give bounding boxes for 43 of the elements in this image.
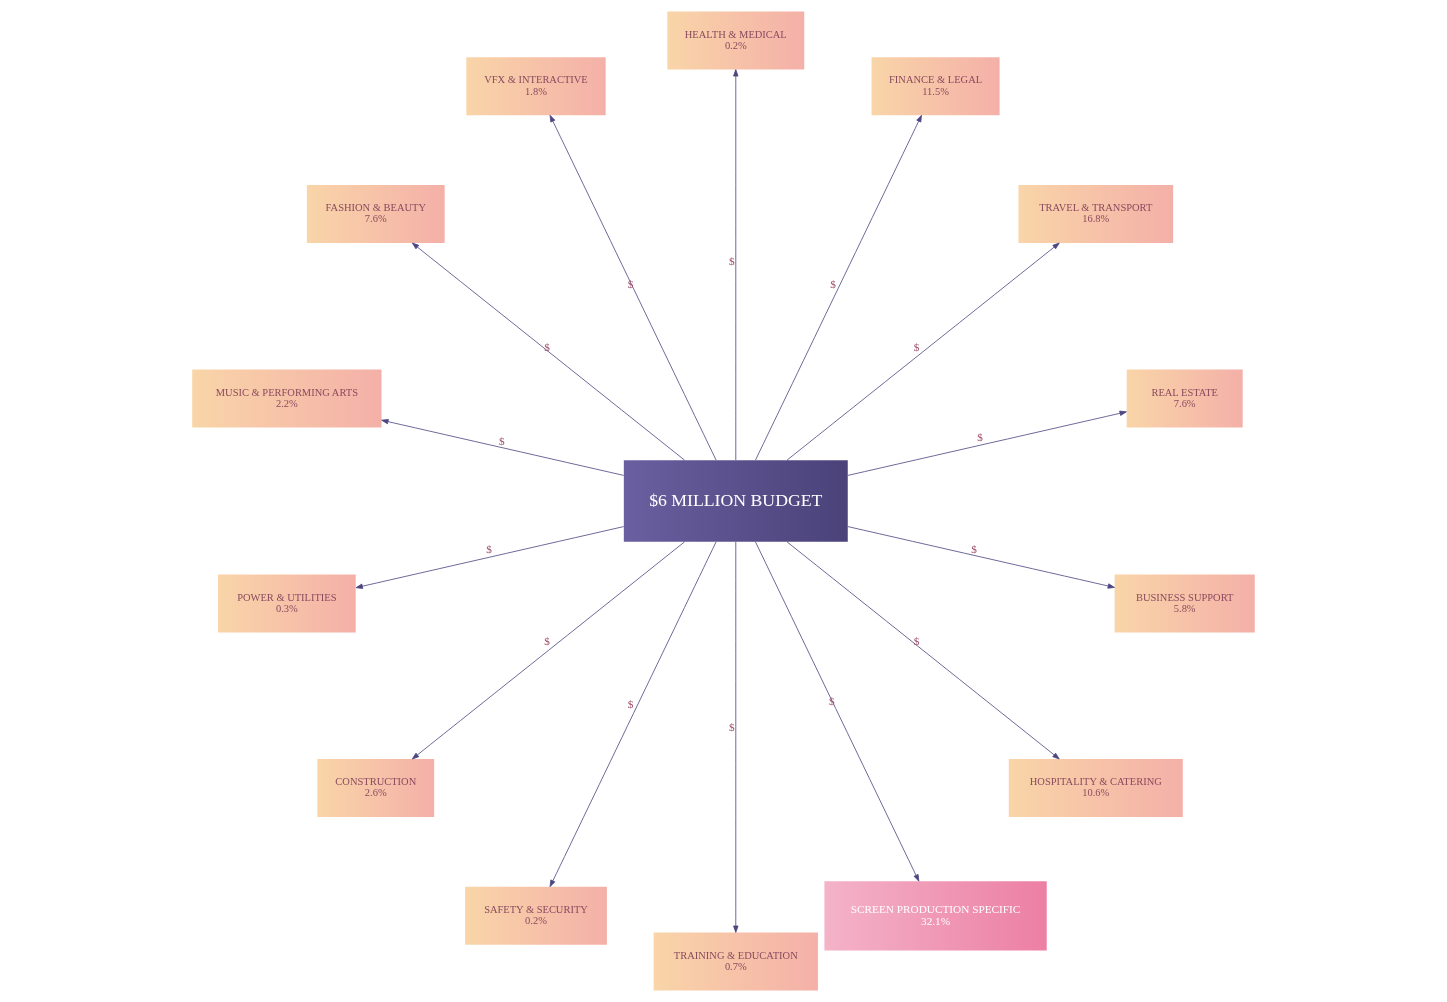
node-box: VFX & INTERACTIVE 1.8% — [466, 57, 606, 116]
arrow — [847, 410, 1127, 476]
arrow — [733, 69, 739, 461]
edge-label: $ — [977, 431, 983, 444]
arrow — [786, 242, 1060, 461]
edge-label: $ — [828, 695, 835, 708]
arrow — [733, 541, 739, 933]
edge-label: $ — [913, 340, 920, 353]
edge-label: $ — [830, 277, 836, 290]
node-box: $6 MILLION BUDGET — [623, 460, 848, 542]
arrow — [411, 242, 685, 461]
edge-label: $ — [728, 720, 735, 733]
edge-label: $ — [499, 435, 505, 448]
edge-label: $ — [728, 255, 735, 268]
node-box: POWER & UTILITIES 0.3% — [218, 574, 356, 633]
node-box: FASHION & BEAUTY 7.6% — [306, 184, 445, 243]
arrow — [549, 541, 717, 888]
node-box: TRAVEL & TRANSPORT 16.8% — [1018, 184, 1174, 243]
node-box: MUSIC & PERFORMING ARTS 2.2% — [192, 369, 382, 428]
edge-label: $ — [544, 340, 550, 353]
arrow — [549, 114, 717, 461]
edge-label: $ — [913, 635, 920, 648]
edge-label: $ — [627, 698, 634, 711]
edge-label: $ — [971, 543, 977, 556]
node-box: HOSPITALITY & CATERING 10.6% — [1008, 759, 1183, 818]
arrow — [755, 541, 920, 882]
node-box: FINANCE & LEGAL 11.5% — [871, 57, 1000, 116]
arrow — [786, 541, 1060, 760]
arrow — [355, 526, 625, 589]
node-box: CONSTRUCTION 2.6% — [317, 759, 435, 818]
edge-label: $ — [544, 635, 550, 648]
edge-label: $ — [627, 277, 634, 290]
arrow — [411, 541, 685, 760]
arrow — [755, 114, 922, 461]
node-box: BUSINESS SUPPORT 5.8% — [1114, 574, 1255, 633]
arrow — [381, 419, 625, 476]
node-box: SAFETY & SECURITY 0.2% — [465, 886, 607, 945]
node-box: TRAINING & EDUCATION 0.7% — [653, 932, 818, 991]
arrow — [847, 526, 1115, 589]
node-box: HEALTH & MEDICAL 0.2% — [667, 11, 805, 70]
node-box: REAL ESTATE 7.6% — [1126, 369, 1243, 428]
node-box: SCREEN PRODUCTION SPECIFIC 32.1% — [824, 881, 1047, 951]
edge-label: $ — [486, 543, 492, 556]
